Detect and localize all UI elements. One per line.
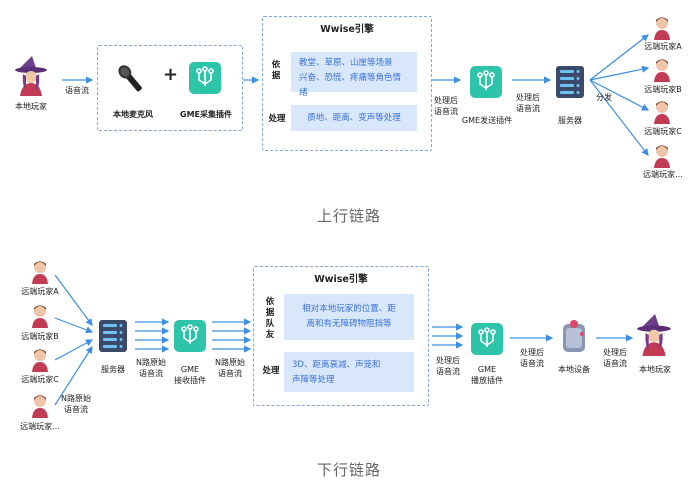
uplink-remote-d: 远端玩家... [643,170,683,179]
uplink-title: 上行链路 [316,207,381,225]
arrow-up-fan-d [589,79,649,156]
arrow-down-fan-d [54,345,93,406]
uplink-local-player-label: 本地玩家 [15,102,47,111]
downlink-processed-stream-3: 处理后 语音流 [603,348,627,368]
arrow-up-fan-a [589,34,649,81]
arrow-up-fan-b [589,65,650,81]
recv-plugin-label: GME 接收插件 [174,365,206,385]
device-icon [559,320,589,358]
witch-avatar-icon [14,56,48,100]
downlink-wwise-group [253,266,429,406]
downlink-basis-label: 依 据 队 友 [265,297,275,340]
uplink-remote-c: 远端玩家C [644,127,682,136]
play-plugin-label: GME 播放插件 [471,365,503,385]
person-avatar-icon [652,144,672,172]
arrow-down-fan-b [54,317,94,334]
downlink-process-text: 3D、距离衰减、声笼和 声障等处理 [284,352,414,392]
uplink-process-text: 质地、距离、变声等处理 [291,105,417,131]
uplink-remote-b: 远端玩家B [644,85,682,94]
downlink-process-label: 处理 [262,366,280,376]
server-icon [556,66,584,102]
uplink-basis-text: 教堂、草原、山崖等场景 兴奋、恐慌、疼痛等角色情绪 [291,52,417,98]
gme-plugin-icon [189,62,221,94]
person-avatar-icon [30,348,50,376]
downlink-n-stream-2: N路原始 语音流 [136,358,166,378]
server-icon [99,320,127,356]
downlink-basis-text: 相对本地玩家的位置、距 离和有无障碍物阻挡等 [284,294,414,340]
send-plugin-label: GME发送插件 [461,116,513,125]
witch-avatar-icon [636,314,672,360]
capture-plugin-label: GME采集插件 [180,110,232,119]
distribute-label: 分发 [596,93,612,102]
person-avatar-icon [30,260,50,288]
downlink-remote-c: 远端玩家C [21,375,59,384]
capture-group [97,45,243,131]
downlink-remote-b: 远端玩家B [21,332,59,341]
person-avatar-icon [30,304,50,332]
gme-plugin-icon [470,66,502,98]
downlink-local-player-label: 本地玩家 [639,365,671,374]
mic-label: 本地麦克风 [113,110,153,119]
uplink-wwise-title: Wwise引擎 [320,24,374,35]
uplink-remote-a: 远端玩家A [644,42,682,51]
plus-sign: + [163,64,179,85]
uplink-processed-stream-2: 处理后 语音流 [516,93,540,113]
gme-plugin-icon [174,320,206,352]
downlink-wwise-title: Wwise引擎 [314,274,368,285]
person-avatar-icon [30,394,50,422]
downlink-remote-a: 远端玩家A [21,287,59,296]
person-avatar-icon [652,100,672,128]
uplink-process-label: 处理 [268,114,286,124]
person-avatar-icon [652,58,672,86]
person-avatar-icon [652,16,672,44]
downlink-n-stream-1: N路原始 语音流 [61,394,91,414]
arrow-down-fan-a [54,274,93,326]
downlink-n-stream-3: N路原始 语音流 [215,358,245,378]
arrow-down-fan-c [54,339,94,361]
downlink-title: 下行链路 [316,461,381,479]
uplink-server-label: 服务器 [558,116,582,125]
downlink-processed-stream-1: 处理后 语音流 [436,356,460,376]
arrow-up-fan-c [589,79,650,111]
microphone-icon [112,60,148,96]
uplink-processed-stream-1: 处理后 语音流 [434,96,458,116]
downlink-processed-stream-2: 处理后 语音流 [520,348,544,368]
downlink-server-label: 服务器 [101,365,125,374]
uplink-voice-stream-label: 语音流 [65,86,89,95]
downlink-remote-d: 远端玩家... [20,422,60,431]
local-device-label: 本地设备 [558,365,590,374]
gme-plugin-icon [471,323,503,355]
uplink-wwise-group [262,16,432,151]
uplink-basis-label: 依 据 [271,60,281,81]
